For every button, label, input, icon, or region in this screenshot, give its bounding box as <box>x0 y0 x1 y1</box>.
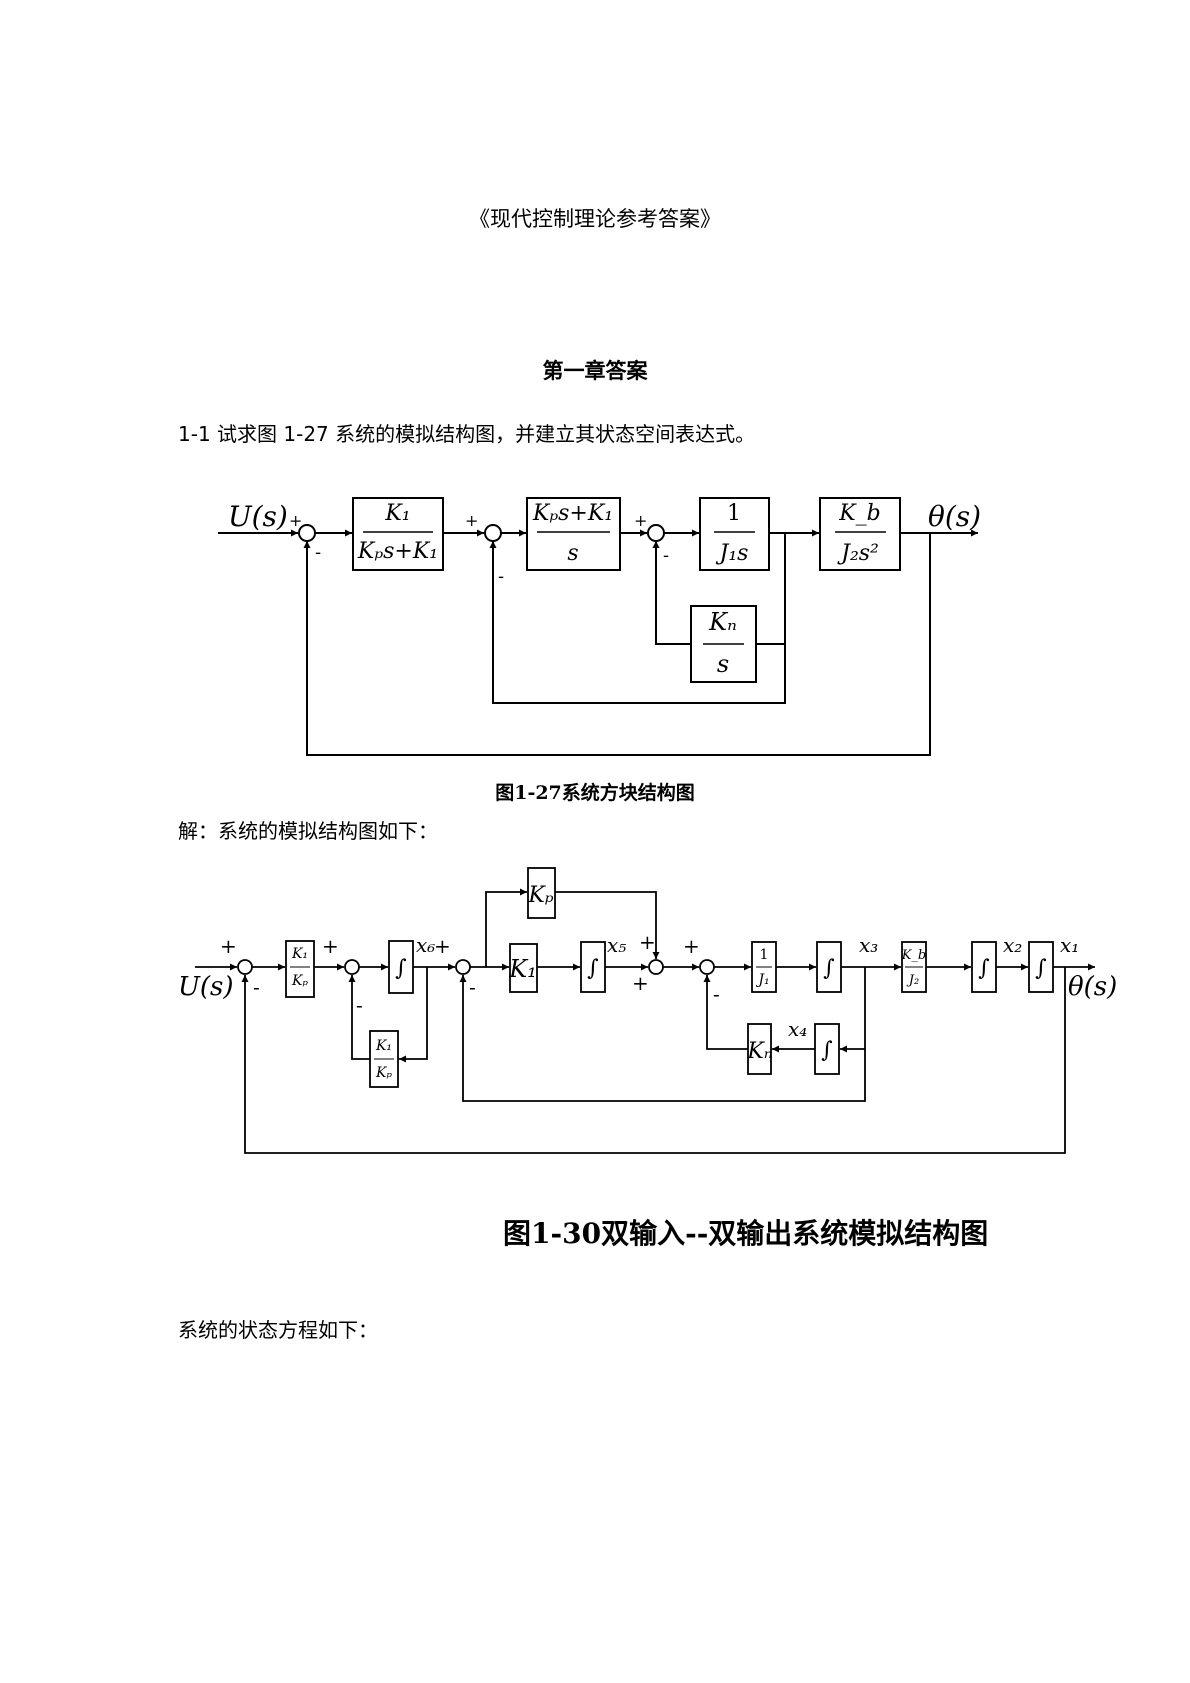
fig1-sign-minus-1: - <box>315 542 321 563</box>
fig1-block1-denominator: Kₚs+K₁ <box>357 539 438 564</box>
fig2-integral-x6: ∫ <box>395 956 407 981</box>
fig2-1j1-denominator: J₁ <box>755 972 769 988</box>
fig2-integral-x3: ∫ <box>823 956 835 981</box>
fig2-block-k1 <box>509 943 538 993</box>
fig2-integral-x1: ∫ <box>1035 956 1047 981</box>
fig1-output-label: θ(s) <box>928 500 981 533</box>
problem-statement: 1-1 试求图 1-27 系统的模拟结构图，并建立其状态空间表达式。 <box>178 422 756 446</box>
fig1-sign-plus-2: + <box>465 511 478 530</box>
fig2-block-k1-over-kp <box>285 940 315 998</box>
fig2-state-x3: x₃ <box>859 933 878 957</box>
fig2-sign-minus-5: - <box>713 982 720 1006</box>
fig2-kbj2-numerator: K_b <box>901 948 927 963</box>
fig2-k1kp-denominator: Kₚ <box>291 973 308 989</box>
fig2-sign-plus-2: + <box>322 934 339 958</box>
fig2-state-x4: x₄ <box>788 1017 807 1041</box>
fig1-sign-minus-3: - <box>663 545 669 566</box>
fig1-feedback-denominator: s <box>717 650 729 678</box>
fig1-block4-numerator: K_b <box>838 501 881 526</box>
fig1-block4-denominator: J₂s² <box>837 541 879 566</box>
fig2-state-x5: x₅ <box>607 933 626 957</box>
chapter-title: 第一章答案 <box>542 358 648 383</box>
fig2-k1kp-fb-numerator: K₁ <box>375 1038 392 1054</box>
fig2-input-label: U(s) <box>178 972 234 1002</box>
figure2-simulation-diagram <box>195 867 1095 1154</box>
fig2-output-label: θ(s) <box>1068 972 1117 1002</box>
fig1-block2-denominator: s <box>567 541 578 566</box>
fig1-sign-minus-2: - <box>498 566 504 587</box>
document-title: 《现代控制理论参考答案》 <box>469 207 721 231</box>
fig2-state-x6: x₆ <box>416 933 435 957</box>
fig1-sign-plus-3: + <box>634 511 647 530</box>
fig2-sum-junction-3 <box>455 959 471 975</box>
fig1-block3-numerator: 1 <box>727 501 741 526</box>
fig1-block2-numerator: Kₚs+K₁ <box>532 501 613 526</box>
fig2-sign-plus-3: + <box>434 934 451 958</box>
fig2-sign-minus-1: - <box>253 975 260 999</box>
fig1-sign-plus-1: + <box>289 511 302 530</box>
fig1-sum-junction-3 <box>647 524 665 542</box>
figure2-labels: U(s) θ(s) + - + - + - + + + - K₁ Kₚ K₁ K… <box>178 883 1117 1081</box>
solution-intro: 解：系统的模拟结构图如下： <box>178 819 438 843</box>
fig2-1j1-numerator: 1 <box>760 947 769 963</box>
fig2-state-x2: x₂ <box>1003 933 1022 957</box>
fig2-kbj2-denominator: J₂ <box>906 973 919 988</box>
state-equation-intro: 系统的状态方程如下： <box>178 1318 378 1342</box>
fig2-integral-x2: ∫ <box>978 956 990 981</box>
fig2-sign-plus-4b: + <box>632 971 649 995</box>
fig2-sign-minus-2: - <box>356 993 363 1017</box>
fig1-block3-denominator: J₁s <box>716 541 749 566</box>
fig2-sign-plus-1: + <box>220 934 237 958</box>
fig2-sum-junction-5 <box>699 959 715 975</box>
fig2-sum-junction-4 <box>648 959 664 975</box>
fig2-block-kp <box>527 867 556 919</box>
fig2-sign-plus-5: + <box>683 934 700 958</box>
fig2-sign-minus-3: - <box>469 975 476 999</box>
fig2-integral-x5: ∫ <box>587 956 599 981</box>
fig2-state-x1: x₁ <box>1060 933 1079 957</box>
fig2-kp-label: Kₚ <box>527 883 553 908</box>
fig2-k1kp-fb-denominator: Kₚ <box>375 1065 392 1081</box>
fig1-feedback-numerator: Kₙ <box>708 608 737 636</box>
fig2-sum-junction-2 <box>344 959 360 975</box>
fig1-block1-numerator: K₁ <box>384 501 410 526</box>
figure2-caption: 图1-30双输入--双输出系统模拟结构图 <box>503 1217 989 1250</box>
figure1-block-diagram <box>218 497 978 756</box>
figure1-caption: 图1-27系统方块结构图 <box>495 782 695 804</box>
figure1-labels: U(s) θ(s) + - + - + - K₁ Kₚs+K₁ Kₚs+K₁ s… <box>228 500 981 678</box>
fig1-input-label: U(s) <box>228 500 288 533</box>
fig2-kn-label: Kₙ <box>746 1039 772 1064</box>
fig2-k1kp-numerator: K₁ <box>291 946 308 962</box>
fig2-integral-x4: ∫ <box>821 1038 833 1063</box>
fig2-k1-label: K₁ <box>508 955 537 983</box>
fig1-sum-junction-2 <box>484 524 502 542</box>
fig2-sum-junction-1 <box>237 959 253 975</box>
fig2-sign-plus-4a: + <box>639 930 656 954</box>
